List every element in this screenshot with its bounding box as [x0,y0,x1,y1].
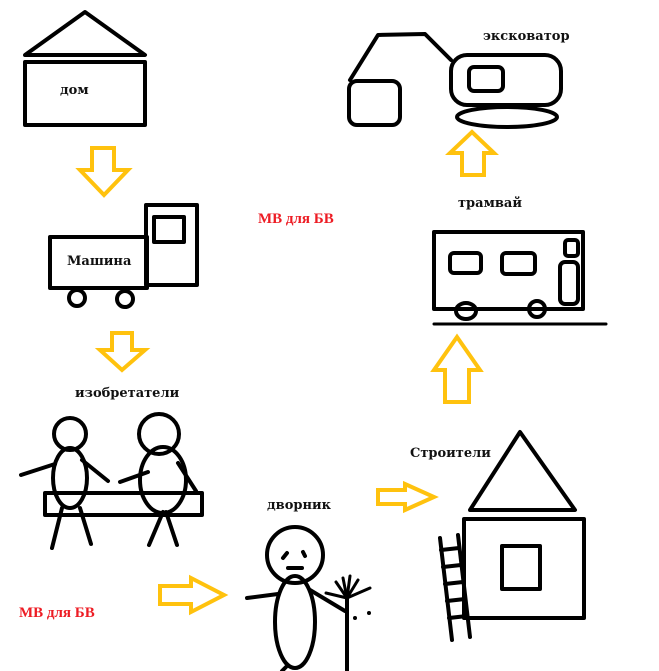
excavator-drawing [347,32,563,129]
house-drawing [23,10,147,127]
arrow-down-icon [94,331,151,373]
label-inventors: изобретатели [75,386,180,401]
label-house: дом [60,83,89,98]
tram-drawing [432,230,608,326]
label-builders: Строители [410,446,491,461]
note-bottom: МВ для БВ [19,605,95,621]
arrow-right-icon [158,574,229,616]
arrow-up-icon [445,129,499,177]
label-car: Машина [67,254,132,269]
note-top: МВ для БВ [258,211,334,227]
builders-house-drawing [438,430,586,642]
car-drawing [48,203,199,309]
janitor-drawing [245,525,372,671]
label-tram: трамвай [458,196,522,211]
arrow-up-icon [430,333,484,404]
arrow-down-icon [75,146,133,198]
label-excavator: эксковатор [483,29,570,44]
inventors-drawing [19,412,204,550]
arrow-right-icon [376,480,439,514]
label-janitor: дворник [267,498,332,513]
